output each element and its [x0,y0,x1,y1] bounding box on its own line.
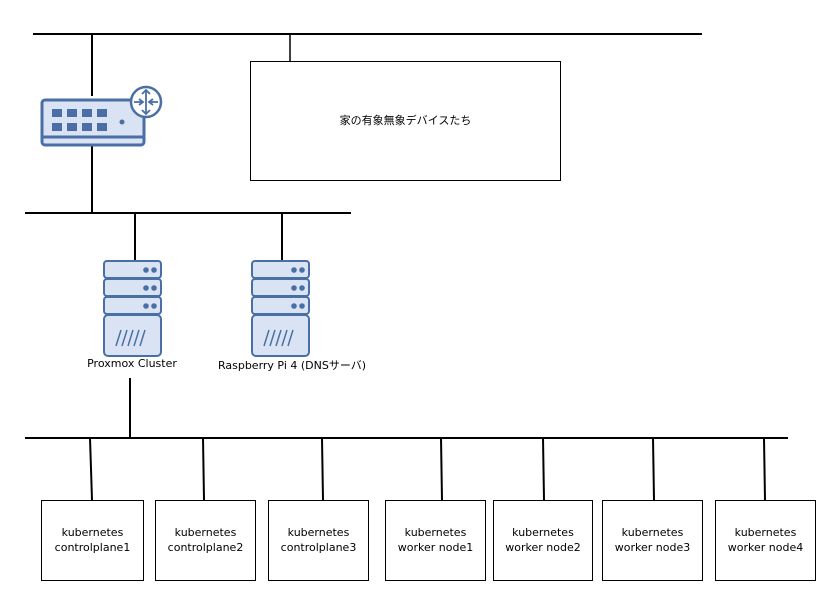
k8s-node-controlplane3: kubernetes controlplane3 [268,500,369,581]
home-devices-label: 家の有象無象デバイスたち [339,113,472,127]
bottom-to-node2-line [202,437,205,501]
node-line1: kubernetes [174,526,237,540]
bottom-to-node1-line [89,437,93,501]
proxmox-server-icon [103,260,162,357]
bottom-to-node5-line [542,437,545,501]
node-line1: kubernetes [734,526,797,540]
node-line2: controlplane2 [167,540,244,554]
home-devices-box: 家の有象無象デバイスたち [250,61,561,181]
k8s-node-worker2: kubernetes worker node2 [493,500,593,581]
node-line2: worker node2 [505,540,581,554]
node-line2: controlplane3 [280,540,357,554]
k8s-node-worker1: kubernetes worker node1 [385,500,486,581]
node-line2: controlplane1 [54,540,131,554]
node-line1: kubernetes [404,526,467,540]
k8s-node-worker3: kubernetes worker node3 [602,500,703,581]
node-line1: kubernetes [512,526,574,540]
node-line2: worker node1 [397,540,474,554]
raspberry-pi-label: Raspberry Pi 4 (DNSサーバ) [217,359,367,372]
k8s-node-controlplane2: kubernetes controlplane2 [155,500,256,581]
node-line1: kubernetes [287,526,350,540]
node-line2: worker node3 [614,540,691,554]
k8s-node-controlplane1: kubernetes controlplane1 [41,500,144,581]
bottom-to-node6-line [652,437,655,501]
node-line1: kubernetes [621,526,684,540]
k8s-node-worker4: kubernetes worker node4 [715,500,816,581]
raspberry-pi-server-icon [251,260,310,357]
bottom-to-node7-line [763,437,766,501]
node-line2: worker node4 [727,540,804,554]
proxmox-cluster-label: Proxmox Cluster [87,357,177,370]
node-line1: kubernetes [61,526,124,540]
bottom-to-node3-line [321,437,324,501]
bottom-to-node4-line [440,437,443,501]
